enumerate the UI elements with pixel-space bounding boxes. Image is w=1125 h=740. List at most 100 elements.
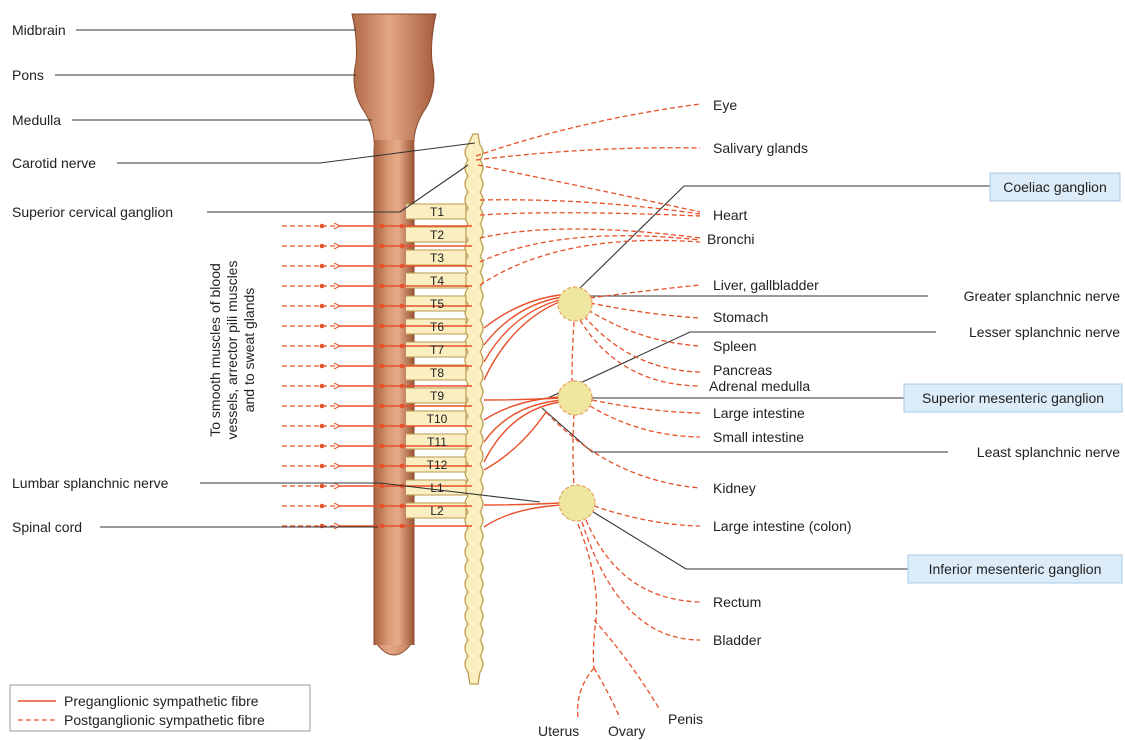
fibre-dot	[320, 504, 325, 509]
fibre-dot	[400, 464, 405, 469]
fibre-dot	[400, 364, 405, 369]
carotid-leader	[117, 143, 475, 163]
segment-label-t2: T2	[430, 228, 444, 242]
fibre-dot	[320, 344, 325, 349]
fibre-dot	[400, 404, 405, 409]
post-colon	[594, 506, 700, 526]
label-pons: Pons	[12, 67, 44, 83]
post-bladder	[582, 522, 700, 640]
coeliac-ganglion	[558, 287, 592, 321]
vertical-caption-line-1: To smooth muscles of blood	[207, 263, 223, 437]
label-bronchi: Bronchi	[707, 231, 754, 247]
post-large-intestine	[592, 400, 700, 413]
post-eye	[476, 104, 700, 156]
fibre-dot	[320, 464, 325, 469]
post-stomach	[590, 303, 700, 318]
label-stomach: Stomach	[713, 309, 768, 325]
label-large-intestine-colon: Large intestine (colon)	[713, 518, 852, 534]
label-salivary-glands: Salivary glands	[713, 140, 808, 156]
sympathetic-chain	[465, 134, 483, 684]
post-spleen	[588, 310, 700, 346]
fibre-dot	[400, 384, 405, 389]
left-labels: Midbrain Pons Medulla Carotid nerve Supe…	[12, 22, 173, 535]
label-greater-splanchnic-nerve: Greater splanchnic nerve	[964, 288, 1121, 304]
label-midbrain: Midbrain	[12, 22, 66, 38]
pre-l2	[484, 505, 562, 527]
fibre-dot	[380, 524, 385, 529]
fibre-dot	[380, 404, 385, 409]
label-kidney: Kidney	[713, 480, 756, 496]
post-pelvic-trunk	[578, 524, 597, 668]
fibre-dot	[400, 324, 405, 329]
fibre-dot	[320, 424, 325, 429]
vertical-caption-line-2: vessels, arrector pili muscles	[224, 261, 240, 440]
superior-mesenteric-ganglion	[558, 381, 592, 415]
fibre-dot	[400, 224, 405, 229]
fibre-dot	[400, 344, 405, 349]
label-penis: Penis	[668, 711, 703, 727]
label-carotid-nerve: Carotid nerve	[12, 155, 96, 171]
fibre-dot	[400, 264, 405, 269]
fibre-dot	[380, 324, 385, 329]
vertical-caption-line-3: and to sweat glands	[241, 288, 257, 413]
inferior-mesenteric-ganglion	[559, 485, 595, 521]
fibre-dot	[380, 264, 385, 269]
coeliac-leader	[578, 186, 990, 290]
label-medulla: Medulla	[12, 112, 61, 128]
fibre-dot	[320, 384, 325, 389]
segment-label-t10: T10	[427, 412, 448, 426]
fibre-dot	[400, 244, 405, 249]
post-ovary	[594, 668, 620, 718]
pre-kidney	[484, 412, 546, 470]
label-large-intestine: Large intestine	[713, 405, 805, 421]
fibre-dot	[380, 304, 385, 309]
label-coeliac-ganglion: Coeliac ganglion	[1003, 179, 1107, 195]
label-inferior-mesenteric-ganglion: Inferior mesenteric ganglion	[929, 561, 1102, 577]
fibre-dot	[320, 404, 325, 409]
fibre-dot	[380, 344, 385, 349]
superior-to-inferior	[573, 414, 574, 486]
label-heart: Heart	[713, 207, 747, 223]
fibre-dot	[320, 224, 325, 229]
post-kidney	[546, 412, 700, 488]
segment-label-l2: L2	[430, 504, 444, 518]
segment-label-t5: T5	[430, 297, 444, 311]
right-labels: Coeliac ganglion Greater splanchnic nerv…	[904, 173, 1122, 583]
fibre-dot	[400, 284, 405, 289]
segment-label-l1: L1	[430, 481, 444, 495]
label-superior-mesenteric-ganglion: Superior mesenteric ganglion	[922, 390, 1104, 406]
fibre-dot	[320, 484, 325, 489]
pre-l1	[484, 503, 560, 505]
fibre-dot	[380, 364, 385, 369]
fibre-dot	[380, 224, 385, 229]
fibre-dot	[380, 444, 385, 449]
label-adrenal-medulla: Adrenal medulla	[709, 378, 810, 394]
fibre-dot	[320, 244, 325, 249]
fibre-dot	[320, 524, 325, 529]
postganglionic-fibres	[476, 104, 700, 718]
segment-label-t1: T1	[430, 205, 444, 219]
legend: Preganglionic sympathetic fibre Postgang…	[10, 685, 310, 731]
pre-t11	[484, 400, 562, 442]
vertical-caption: To smooth muscles of blood vessels, arre…	[207, 261, 257, 440]
label-spinal-cord: Spinal cord	[12, 519, 82, 535]
segment-label-t4: T4	[430, 274, 444, 288]
fibre-dot	[380, 384, 385, 389]
sympathetic-chain-trunk	[465, 134, 483, 684]
segment-label-t7: T7	[430, 343, 444, 357]
legend-pre-label: Preganglionic sympathetic fibre	[64, 693, 259, 709]
post-heart-1	[478, 165, 700, 212]
fibre-dot	[320, 324, 325, 329]
fibre-dot	[380, 484, 385, 489]
label-small-intestine: Small intestine	[713, 429, 804, 445]
label-liver-gallbladder: Liver, gallbladder	[713, 277, 819, 293]
fibre-dot	[380, 504, 385, 509]
fibre-dot	[320, 304, 325, 309]
post-penis	[594, 620, 660, 710]
fibre-dot	[400, 444, 405, 449]
post-bronchi-2	[480, 236, 700, 262]
fibre-dot	[400, 304, 405, 309]
label-eye: Eye	[713, 97, 737, 113]
segment-label-t9: T9	[430, 389, 444, 403]
